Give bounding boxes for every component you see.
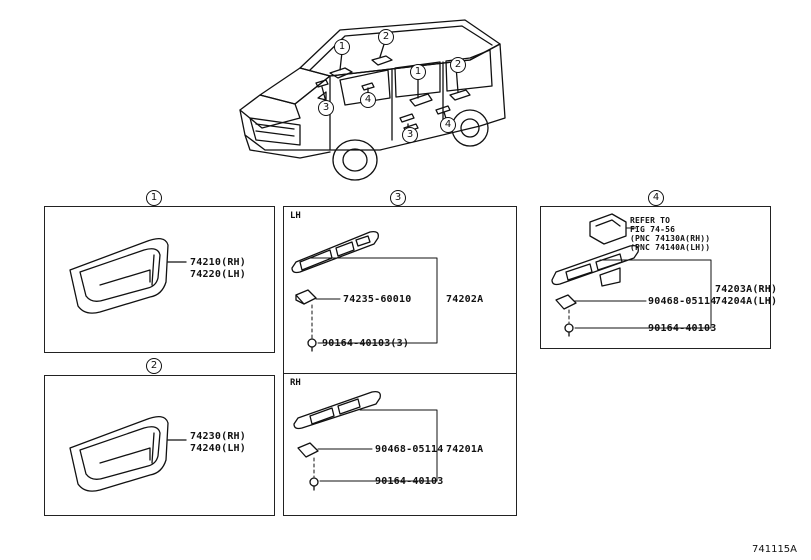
car-callout-1: 1 [334,39,350,55]
car-callout-4b: 4 [440,117,456,133]
refer-line-1: REFER TO [630,216,671,225]
group-2-panel [44,375,275,516]
group4-switch-assembly [551,213,712,337]
car-callout-2b: 2 [450,57,466,73]
armrest-trim-2 [69,416,187,492]
group-4-panel [540,206,771,349]
group-3-number: 3 [390,190,406,206]
assembly-74203a-label: 74203A(RH) [715,284,778,295]
assembly-74201a-label: 74201A [446,444,484,455]
part-90468-05114-label: 90468-05114 [375,444,444,455]
part-90468-05114-g4-label: 90468-05114 [648,296,717,307]
refer-line-4: (PNC 74140A(LH)) [630,243,711,252]
figure-id: 741115A [752,544,798,555]
part-74235-60010-label: 74235-60010 [343,294,412,305]
car-callout-4: 4 [360,92,376,108]
lh-side-label: LH [290,211,301,221]
group-2-number: 2 [146,358,162,374]
group-3-rh-panel [283,373,517,516]
rh-side-label: RH [290,378,301,388]
car-callout-1b: 1 [410,64,426,80]
lh-switch-assembly [291,230,438,352]
assembly-74204a-label: 74204A(LH) [715,296,778,307]
group-4-number: 4 [648,190,664,206]
part-74240-label: 74240(LH) [190,443,246,454]
car-callout-3b: 3 [402,127,418,143]
refer-line-3: (PNC 74130A(RH)) [630,234,711,243]
part-90164-40103-3-label: 90164-40103(3) [322,338,410,349]
car-callout-3: 3 [318,100,334,116]
part-74230-label: 74230(RH) [190,431,246,442]
part-90164-40103-g4-label: 90164-40103 [648,323,717,334]
armrest-trim-1 [69,238,187,314]
part-74220-label: 74220(LH) [190,269,246,280]
group-1-number: 1 [146,190,162,206]
part-90164-40103-rh-label: 90164-40103 [375,476,444,487]
group-1-panel [44,206,275,353]
refer-line-2: FIG 74-56 [630,225,676,234]
car-callout-2: 2 [378,29,394,45]
assembly-74202a-label: 74202A [446,294,484,305]
part-74210-label: 74210(RH) [190,257,246,268]
rh-switch-assembly [293,390,438,491]
